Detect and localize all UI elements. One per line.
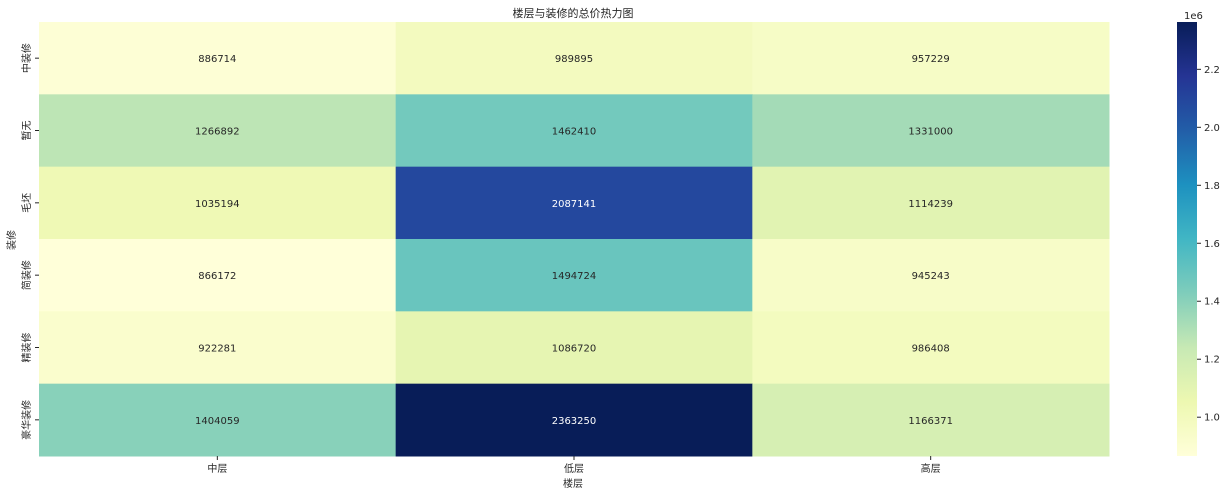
y-tick-label: 精装修 (20, 333, 33, 363)
heatmap-cell (395, 383, 753, 457)
cell-value-label: 1086720 (552, 344, 597, 355)
heatmap-cell (39, 239, 397, 312)
heatmap-cells: 886714 989895 957229 1266892 1462410 1331000 1… (39, 22, 1110, 457)
heatmap-cell (39, 311, 397, 385)
colorbar-tick-label: 1.2 (1204, 355, 1220, 366)
y-tick-label: 豪华装修 (20, 400, 33, 440)
x-tick-label: 低层 (564, 462, 584, 475)
cell-value-label: 1166371 (908, 416, 953, 427)
cell-value-label: 866172 (198, 271, 236, 282)
heatmap-cell (752, 22, 1110, 95)
y-tick-label: 毛坯 (21, 193, 33, 213)
y-axis-title: 装修 (5, 230, 18, 250)
x-axis-title: 楼层 (563, 477, 583, 490)
heatmap-cell (752, 94, 1110, 168)
heatmap-cell (39, 166, 397, 240)
cell-value-label: 2087141 (552, 199, 597, 210)
heatmap-cell (752, 166, 1110, 240)
cell-value-label: 957229 (912, 54, 950, 65)
heatmap-cell (39, 94, 397, 168)
heatmap-cell (752, 383, 1110, 457)
colorbar-tick-label: 1.4 (1204, 297, 1220, 308)
cell-value-label: 1404059 (195, 416, 240, 427)
colorbar-ticks: 1.0 1.2 1.4 1.6 1.8 2.0 2.2 (1197, 65, 1220, 424)
cell-value-label: 1035194 (195, 199, 240, 210)
colorbar-tick-label: 1.8 (1204, 181, 1220, 192)
cell-value-label: 1331000 (908, 127, 953, 138)
heatmap-cell (39, 383, 397, 457)
cell-value-label: 922281 (198, 344, 236, 355)
colorbar-tick-label: 1.6 (1204, 239, 1220, 250)
heatmap-cell (39, 22, 397, 95)
colorbar-tick-label: 2.0 (1204, 123, 1220, 134)
cell-value-label: 2363250 (552, 416, 597, 427)
colorbar-tick-label: 2.2 (1204, 65, 1220, 76)
cell-value-label: 886714 (198, 54, 236, 65)
heatmap-cell (752, 311, 1110, 385)
chart-title: 楼层与装修的总价热力图 (513, 6, 634, 20)
heatmap-cell (395, 239, 753, 312)
heatmap-cell (395, 94, 753, 168)
heatmap-cell (395, 166, 753, 240)
x-tick-label: 中层 (207, 462, 227, 475)
colorbar (1177, 22, 1197, 456)
heatmap-cell (395, 22, 753, 95)
cell-value-label: 1462410 (552, 127, 597, 138)
cell-value-label: 945243 (912, 271, 950, 282)
cell-value-label: 1114239 (908, 199, 953, 210)
cell-value-label: 1266892 (195, 127, 240, 138)
cell-value-label: 989895 (555, 54, 593, 65)
cell-value-label: 1494724 (552, 271, 597, 282)
x-axis-ticks: 中层 低层 高层 (207, 456, 941, 475)
heatmap-cell (395, 311, 753, 385)
x-tick-label: 高层 (921, 462, 941, 475)
colorbar-tick-label: 1.0 (1204, 413, 1220, 424)
y-tick-label: 暂无 (21, 121, 33, 141)
y-tick-label: 中装修 (20, 43, 33, 73)
y-tick-label: 简装修 (20, 260, 33, 290)
colorbar-multiplier: 1e6 (1184, 11, 1203, 22)
cell-value-label: 986408 (912, 344, 950, 355)
heatmap-cell (752, 239, 1110, 312)
